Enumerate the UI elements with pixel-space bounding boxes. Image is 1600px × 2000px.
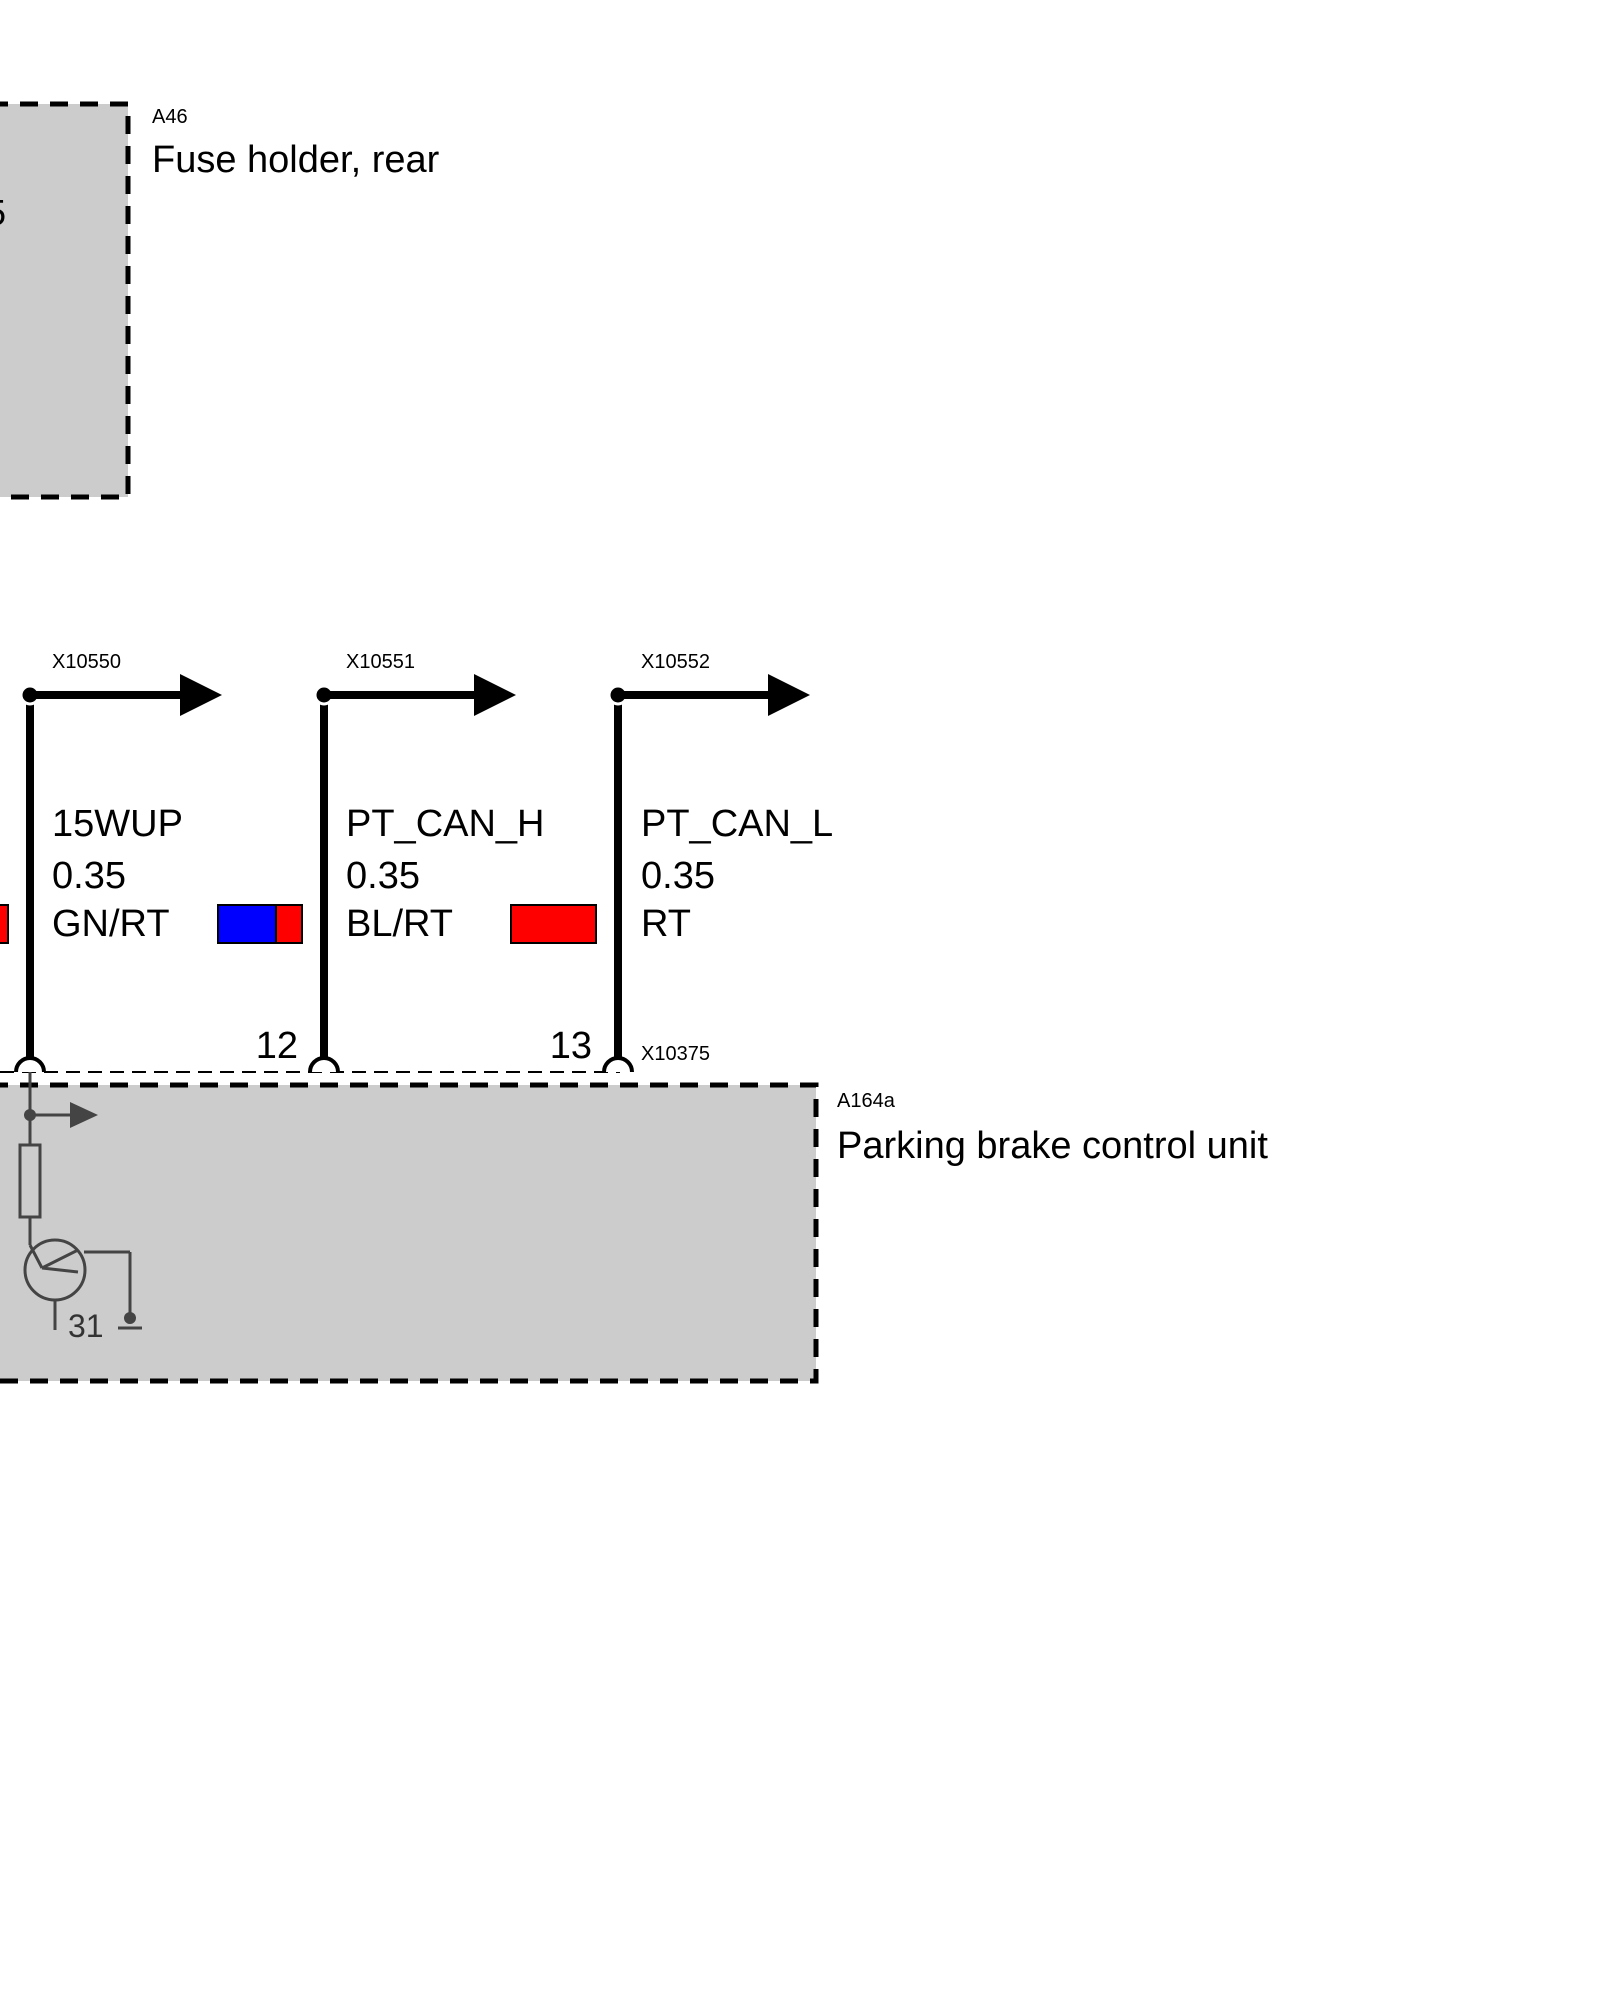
fuse-holder-box bbox=[0, 101, 131, 500]
parking-brake-component: X10375 A164a Parking brake control unit … bbox=[0, 1043, 1268, 1384]
parking-brake-box bbox=[0, 1082, 819, 1384]
ground-dot bbox=[124, 1312, 136, 1324]
wire-color-swatch-red bbox=[275, 904, 303, 944]
ground-label: 31 bbox=[68, 1308, 104, 1344]
wire-gauge-label: 0.35 bbox=[52, 855, 126, 897]
connector-x10375-label: X10375 bbox=[641, 1043, 710, 1065]
wire-arrow-head bbox=[768, 674, 810, 716]
wire-15wup: X10550 15WUP 0.35 GN/RT bbox=[0, 651, 222, 1073]
wire-pin-number: 12 bbox=[256, 1025, 298, 1067]
fuse-holder-name: Fuse holder, rear bbox=[152, 139, 440, 181]
wire-connector-label: X10551 bbox=[346, 651, 415, 673]
parking-brake-code: A164a bbox=[837, 1090, 896, 1112]
fuse-holder-partial-glyph: 5 bbox=[0, 192, 6, 233]
wire-gauge-label: 0.35 bbox=[641, 855, 715, 897]
wire-pt-can-h: X10551 PT_CAN_H 0.35 BL/RT 12 bbox=[217, 651, 545, 1073]
wire-arrow-head bbox=[180, 674, 222, 716]
wire-pin-terminal bbox=[14, 1056, 46, 1073]
wire-pin-terminal bbox=[308, 1056, 340, 1073]
wire-arrow-head bbox=[474, 674, 516, 716]
wire-connector-label: X10550 bbox=[52, 651, 121, 673]
wire-signal-label: PT_CAN_L bbox=[641, 803, 833, 845]
wire-color-swatch-blue bbox=[217, 904, 277, 944]
wire-pin-terminal bbox=[602, 1056, 634, 1073]
internal-arrow-head bbox=[70, 1102, 98, 1128]
wire-color-swatch-partial bbox=[0, 904, 9, 944]
wire-connector-label: X10552 bbox=[641, 651, 710, 673]
wire-pin-number: 13 bbox=[550, 1025, 592, 1067]
wire-signal-label: 15WUP bbox=[52, 803, 183, 845]
internal-circuit bbox=[18, 1072, 142, 1330]
wire-pt-can-l: X10552 PT_CAN_L 0.35 RT 13 bbox=[510, 651, 833, 1073]
fuse-holder-code: A46 bbox=[152, 106, 188, 128]
wire-gauge-label: 0.35 bbox=[346, 855, 420, 897]
wire-color-code-label: BL/RT bbox=[346, 903, 453, 945]
fuse-holder-component: 5 A46 Fuse holder, rear bbox=[0, 101, 440, 500]
wire-color-swatch-red bbox=[510, 904, 597, 944]
wire-signal-label: PT_CAN_H bbox=[346, 803, 545, 845]
wire-color-code-label: GN/RT bbox=[52, 903, 170, 945]
parking-brake-name: Parking brake control unit bbox=[837, 1125, 1268, 1167]
wire-color-code-label: RT bbox=[641, 903, 691, 945]
